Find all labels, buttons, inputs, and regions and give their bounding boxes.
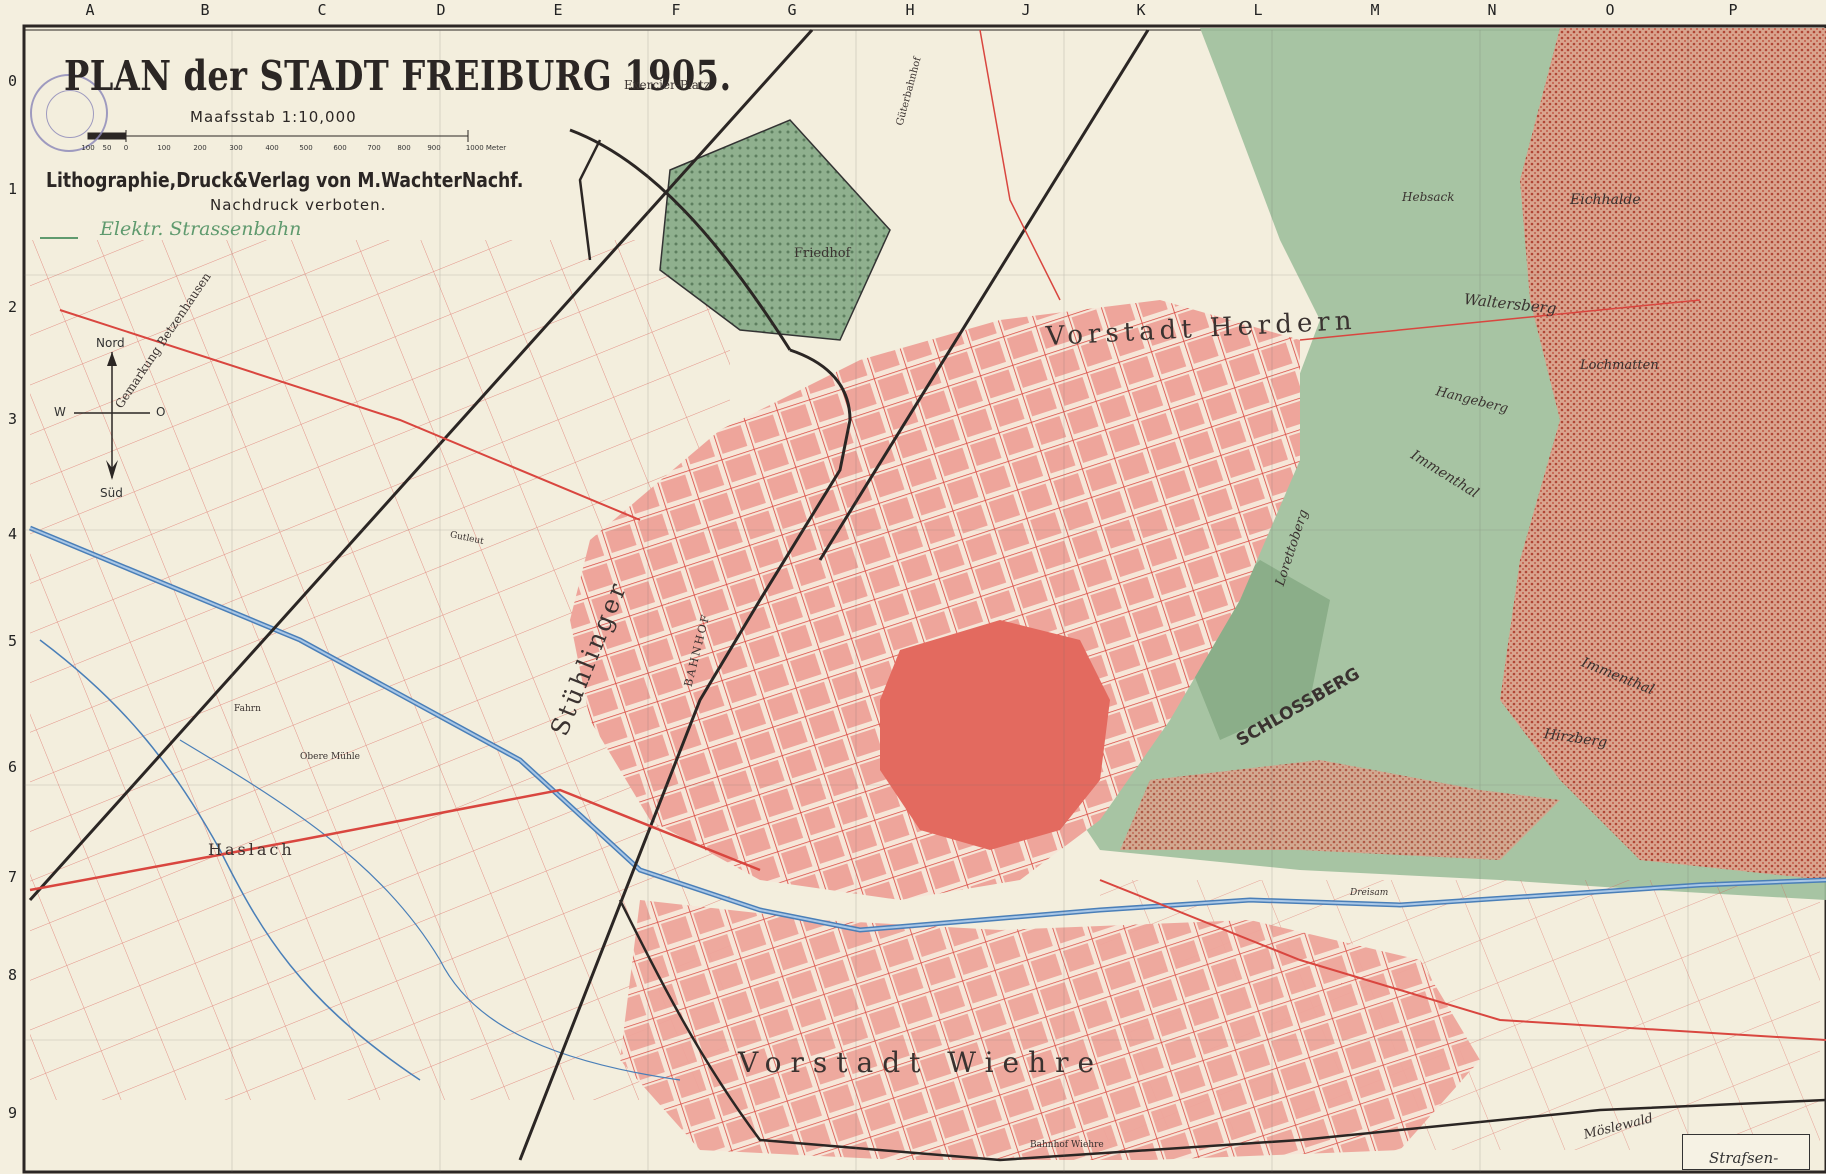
place-eichhalde: Eichhalde — [1570, 192, 1641, 208]
grid-row-label: 4 — [8, 525, 18, 543]
scale-tick: 100 — [157, 144, 171, 152]
grid-row-label: 8 — [8, 966, 18, 984]
scale-tick: 700 — [367, 144, 381, 152]
grid-col-label: N — [1487, 1, 1497, 19]
place-friedhof: Friedhof — [794, 246, 851, 261]
grid-row-label: 5 — [8, 632, 18, 650]
grid-row-label: 1 — [8, 180, 18, 198]
place-dreisam: Dreisam — [1350, 888, 1389, 898]
scale-tick: 300 — [229, 144, 243, 152]
grid-col-label: D — [436, 1, 446, 19]
map-title: PLAN der STADT FREIBURG 1905. — [64, 52, 732, 100]
scale-label: Maafsstab 1:10,000 — [190, 108, 357, 126]
grid-col-label: G — [787, 1, 797, 19]
grid-col-label: P — [1728, 1, 1738, 19]
scale-tick: 0 — [123, 144, 129, 152]
scale-tick: 1000 Meter — [465, 144, 507, 152]
corner-note: Strafsen- — [1682, 1134, 1810, 1170]
grid-col-label: C — [317, 1, 327, 19]
reprint-notice: Nachdruck verboten. — [210, 196, 387, 214]
scale-tick: 500 — [299, 144, 313, 152]
place-lochmatten: Lochmatten — [1580, 358, 1659, 373]
compass-west: W — [54, 405, 66, 419]
grid-row-label: 6 — [8, 758, 18, 776]
grid-col-label: B — [200, 1, 210, 19]
grid-col-label: K — [1136, 1, 1146, 19]
legend-tram: Elektr. Strassenbahn — [100, 218, 302, 240]
place-haslach: Haslach — [208, 840, 295, 859]
place-vorstadt-wiehre: Vorstadt Wiehre — [738, 1046, 1104, 1079]
place-exercier-platz: Exercier-Platz — [624, 78, 711, 92]
grid-col-label: H — [905, 1, 915, 19]
compass-east: O — [156, 405, 166, 419]
grid-row-label: 9 — [8, 1104, 18, 1122]
scale-tick: 600 — [333, 144, 347, 152]
scale-tick: 100 — [81, 144, 95, 152]
grid-col-label: A — [85, 1, 95, 19]
grid-row-label: 7 — [8, 868, 18, 886]
grid-row-label: 2 — [8, 298, 18, 316]
scale-tick: 400 — [265, 144, 279, 152]
publisher-line: Lithographie,Druck&Verlag von M.WachterN… — [46, 168, 524, 192]
grid-row-label: 0 — [8, 72, 18, 90]
grid-row-label: 3 — [8, 410, 18, 428]
place-obere-muehle: Obere Mühle — [300, 752, 360, 762]
grid-col-label: J — [1021, 1, 1031, 19]
place-fahrn: Fahrn — [234, 704, 261, 714]
scale-tick: 800 — [397, 144, 411, 152]
place-hebsack: Hebsack — [1402, 190, 1455, 204]
scale-tick: 50 — [102, 144, 112, 152]
library-stamp — [30, 74, 108, 152]
grid-col-label: O — [1605, 1, 1615, 19]
grid-col-label: L — [1253, 1, 1263, 19]
scale-tick: 900 — [427, 144, 441, 152]
grid-col-label: F — [671, 1, 681, 19]
compass-north: Nord — [96, 336, 125, 350]
place-bahnhof-wiehre: Bahnhof Wiehre — [1030, 1140, 1104, 1150]
compass-south: Süd — [100, 486, 123, 500]
grid-col-label: E — [553, 1, 563, 19]
scale-tick: 200 — [193, 144, 207, 152]
grid-col-label: M — [1370, 1, 1380, 19]
